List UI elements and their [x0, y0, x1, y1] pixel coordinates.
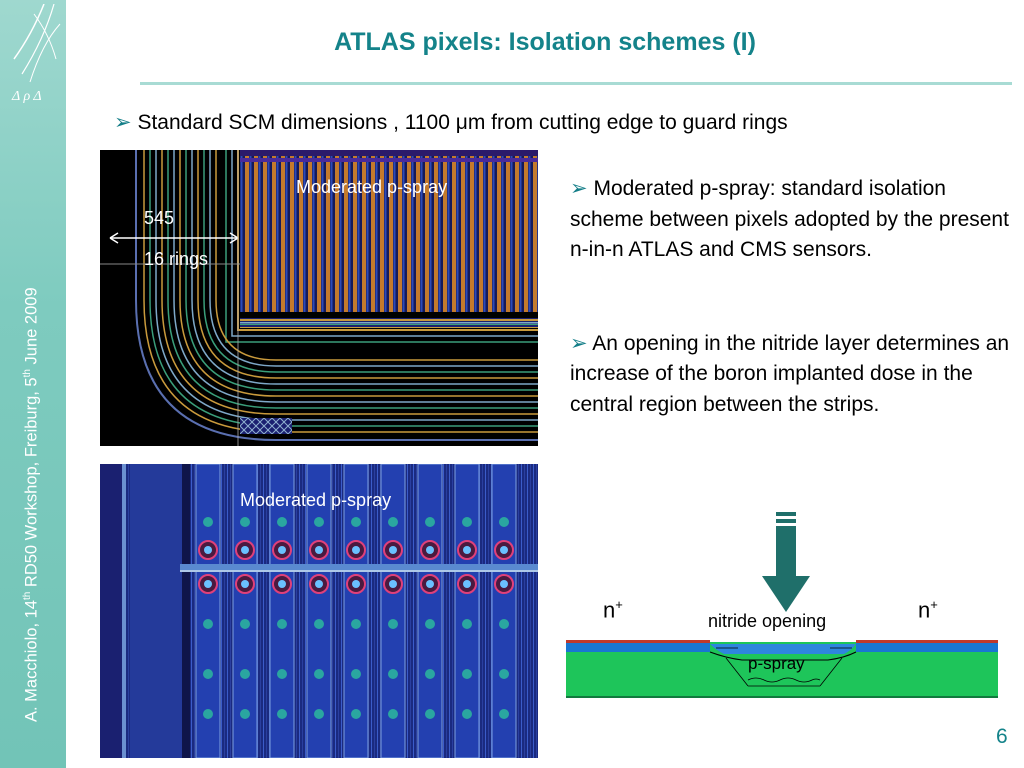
contact-dot	[203, 517, 213, 527]
contact-dot	[462, 619, 472, 629]
label-545: 545	[144, 208, 175, 228]
contact-dot	[425, 517, 435, 527]
label-moderated-pspray-bottom: Moderated p-spray	[240, 490, 392, 510]
contact-dot	[277, 709, 287, 719]
contact-dot	[351, 709, 361, 719]
bump-center	[463, 546, 471, 554]
contact-dot	[314, 517, 324, 527]
contact-dot	[314, 709, 324, 719]
contact-dot	[499, 619, 509, 629]
contact-dot	[351, 619, 361, 629]
contact-dot	[240, 669, 250, 679]
contact-dot	[462, 669, 472, 679]
contact-dot	[499, 709, 509, 719]
bump-center	[315, 546, 323, 554]
right-bullets: ➢ Moderated p-spray: standard isolation …	[570, 174, 1014, 420]
contact-dot	[499, 669, 509, 679]
contact-dot	[240, 709, 250, 719]
nitride-opening-diagram	[566, 512, 998, 698]
contact-dot	[240, 619, 250, 629]
bump-center	[278, 546, 286, 554]
contact-dot	[351, 669, 361, 679]
contact-dot	[203, 619, 213, 629]
guard-ring-layout-image	[100, 150, 538, 446]
contact-dot	[314, 619, 324, 629]
bump-center	[315, 580, 323, 588]
contact-dot	[462, 709, 472, 719]
bump-center	[204, 546, 212, 554]
workshop-logo-icon: Δ ρ Δ	[11, 4, 61, 104]
contact-dot	[203, 709, 213, 719]
bullet-scm-dimensions: ➢ Standard SCM dimensions , 1100 μm from…	[114, 110, 788, 135]
bump-center	[241, 580, 249, 588]
bump-center	[241, 546, 249, 554]
bump-center	[500, 580, 508, 588]
bump-center	[389, 580, 397, 588]
bump-center	[352, 546, 360, 554]
bullet-moderated-pspray: ➢ Moderated p-spray: standard isolation …	[570, 174, 1014, 266]
page-number: 6	[996, 725, 1008, 748]
contact-dot	[425, 709, 435, 719]
slide-title: ATLAS pixels: Isolation schemes (I)	[334, 28, 756, 56]
n-plus-left-label: n+	[603, 597, 623, 623]
bullet-arrow-icon: ➢	[570, 177, 588, 200]
bump-center	[278, 580, 286, 588]
contact-dot	[277, 619, 287, 629]
contact-dot	[425, 669, 435, 679]
contact-dot	[388, 669, 398, 679]
n-plus-right-label: n+	[918, 597, 938, 623]
pixel-layout-image	[100, 464, 538, 758]
contact-dot	[388, 517, 398, 527]
arrow-shaft	[776, 512, 796, 516]
bump-center	[500, 546, 508, 554]
label-16-rings: 16 rings	[144, 249, 209, 269]
bump-center	[352, 580, 360, 588]
contact-dot	[499, 517, 509, 527]
label-moderated-pspray-top: Moderated p-spray	[296, 177, 448, 197]
bullet-text: An opening in the nitride layer determin…	[570, 331, 1010, 416]
title-divider	[140, 82, 1012, 85]
bump-center	[389, 546, 397, 554]
contact-dot	[462, 517, 472, 527]
contact-dot	[425, 619, 435, 629]
contact-dot	[277, 517, 287, 527]
contact-dot	[277, 669, 287, 679]
pspray-label: p-spray	[748, 654, 805, 673]
bullet-text: Moderated p-spray: standard isolation sc…	[570, 177, 1009, 261]
bump-center	[426, 546, 434, 554]
bump-center	[463, 580, 471, 588]
bump-center	[426, 580, 434, 588]
bullet-arrow-icon: ➢	[570, 331, 588, 355]
down-arrow-icon	[762, 576, 810, 612]
contact-dot	[388, 709, 398, 719]
contact-dot	[240, 517, 250, 527]
contact-dot	[314, 669, 324, 679]
bullet-text: Standard SCM dimensions , 1100 μm from c…	[137, 111, 788, 134]
contact-dot	[388, 619, 398, 629]
svg-text:Δ ρ Δ: Δ ρ Δ	[11, 89, 42, 104]
bullet-nitride-opening: ➢ An opening in the nitride layer determ…	[570, 329, 1014, 421]
contact-dot	[351, 517, 361, 527]
bump-center	[204, 580, 212, 588]
author-footer: A. Macchiolo, 14th RD50 Workshop, Freibu…	[22, 287, 41, 722]
nitride-opening-label: nitride opening	[708, 611, 827, 631]
sidebar: Δ ρ Δ A. Macchiolo, 14th RD50 Workshop, …	[0, 0, 66, 768]
bullet-arrow-icon: ➢	[114, 111, 132, 134]
contact-dot	[203, 669, 213, 679]
